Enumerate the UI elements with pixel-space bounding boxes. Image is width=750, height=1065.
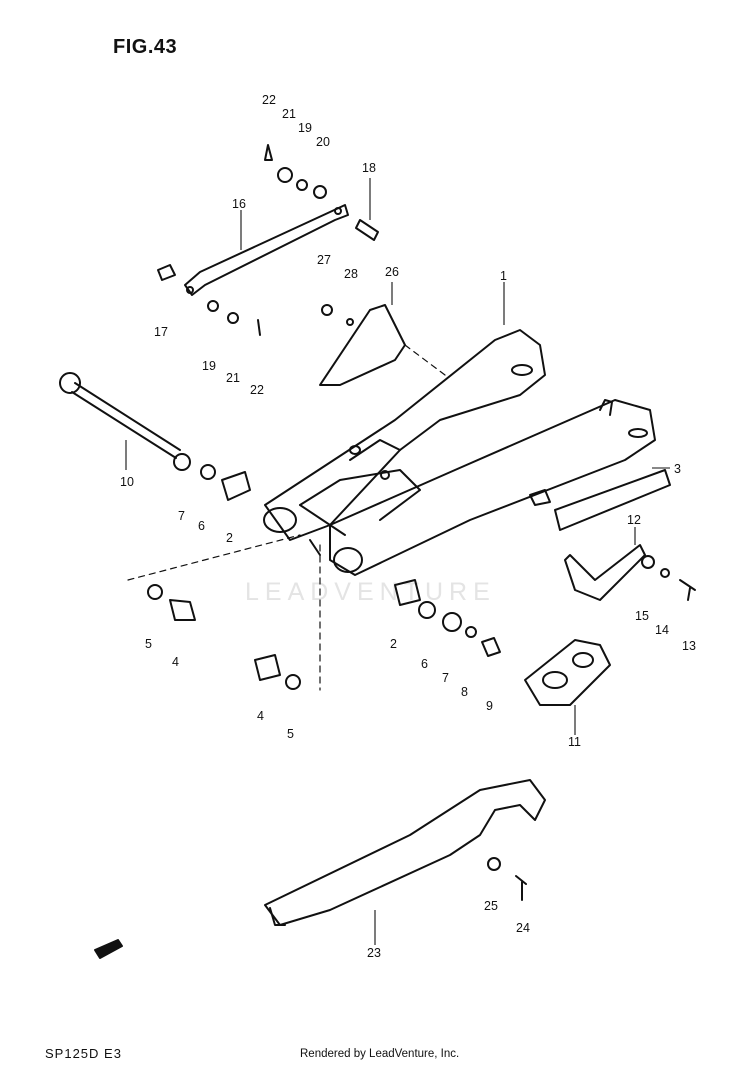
footer-model-code: SP125D E3 [45, 1046, 122, 1061]
callout-3: 3 [674, 462, 681, 476]
callout-4a: 4 [172, 655, 179, 669]
callout-20: 20 [316, 135, 330, 149]
callout-15: 15 [635, 609, 649, 623]
callout-16: 16 [232, 197, 246, 211]
footer-credit: Rendered by LeadVenture, Inc. [300, 1048, 460, 1060]
callout-17: 17 [154, 325, 168, 339]
callout-5a: 5 [145, 637, 152, 651]
callout-14: 14 [655, 623, 669, 637]
callout-6b: 6 [421, 657, 428, 671]
figure-title: FIG.43 [113, 36, 178, 58]
callout-2b: 2 [390, 637, 397, 651]
callout-19b: 19 [202, 359, 216, 373]
stopper-26 [319, 304, 406, 386]
swingarm [263, 329, 656, 576]
callout-12: 12 [627, 513, 641, 527]
callout-7a: 7 [178, 509, 185, 523]
callout-24: 24 [516, 921, 530, 935]
callout-1: 1 [500, 269, 507, 283]
fwd-arrow [94, 939, 123, 959]
chain-case-cap [524, 639, 611, 706]
chain-case [264, 779, 546, 926]
callout-21b: 21 [226, 371, 240, 385]
pivot-bolt [59, 372, 181, 459]
callout-22b: 22 [250, 383, 264, 397]
callout-28: 28 [344, 267, 358, 281]
callout-9: 9 [486, 699, 493, 713]
callout-19a: 19 [298, 121, 312, 135]
callout-25: 25 [484, 899, 498, 913]
callout-2a: 2 [226, 531, 233, 545]
callout-21a: 21 [282, 107, 296, 121]
callout-23: 23 [367, 946, 381, 960]
callout-7b: 7 [442, 671, 449, 685]
callout-18: 18 [362, 161, 376, 175]
full-floater-plate [554, 469, 671, 531]
torque-link [184, 204, 349, 296]
callout-5b: 5 [287, 727, 294, 741]
callout-11: 11 [568, 735, 581, 749]
callout-8: 8 [461, 685, 468, 699]
callout-10: 10 [120, 475, 134, 489]
callout-22a: 22 [262, 93, 276, 107]
callout-27: 27 [317, 253, 331, 267]
watermark: LEADVENTURE [245, 578, 496, 606]
callout-26: 26 [385, 265, 399, 279]
callout-13: 13 [682, 639, 696, 653]
callout-6a: 6 [198, 519, 205, 533]
callout-4b: 4 [257, 709, 264, 723]
